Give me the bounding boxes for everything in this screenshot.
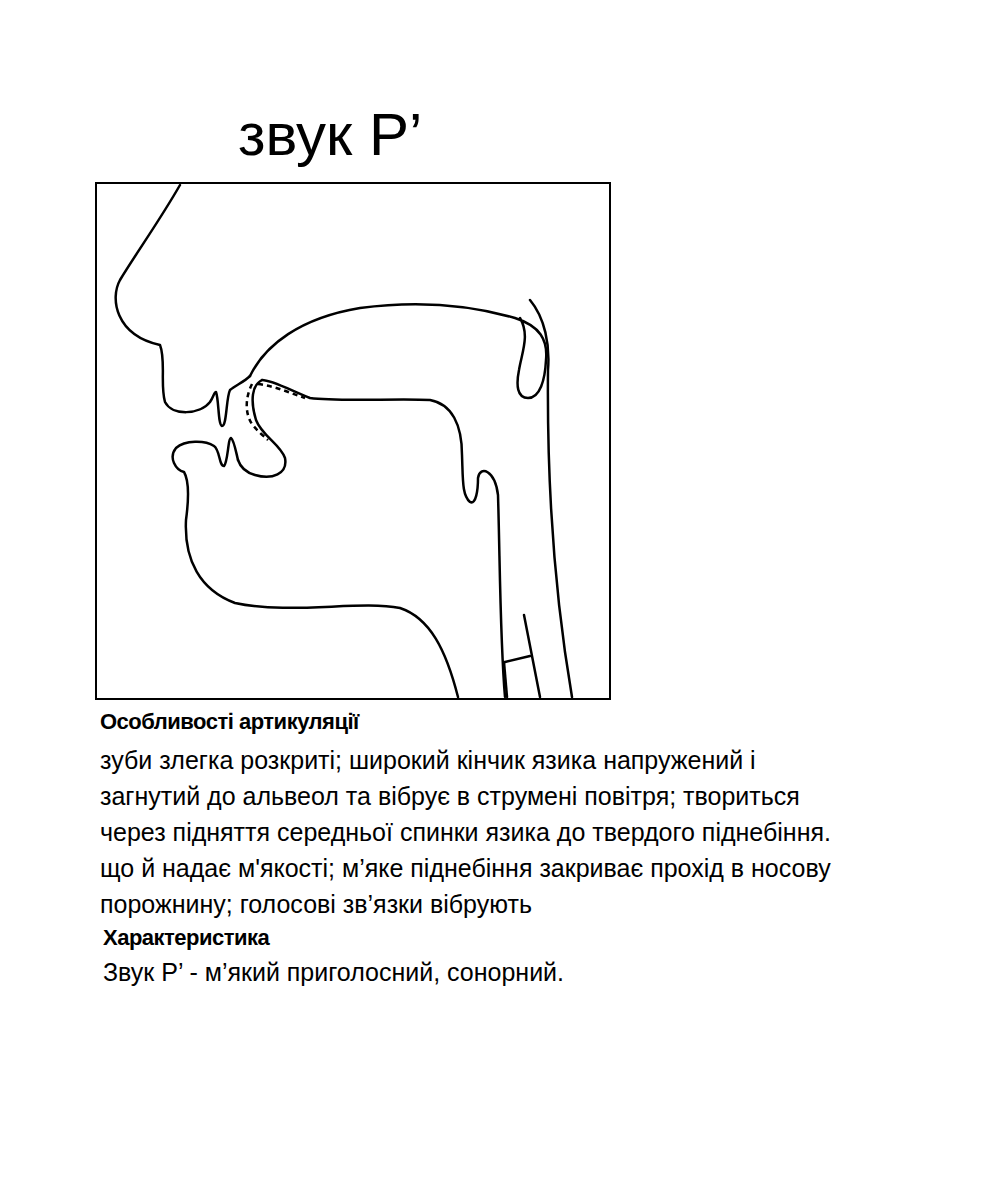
section-heading: Особливості артикуляції — [100, 708, 359, 736]
articulation-text: зуби злегка розкриті; широкий кінчик язи… — [100, 742, 840, 922]
sound-title: звук Р’ — [238, 100, 422, 170]
section-heading: Характеристика — [103, 924, 269, 952]
characteristic-text: Звук Р’ - м’який приголосний, сонорний. — [103, 954, 963, 990]
